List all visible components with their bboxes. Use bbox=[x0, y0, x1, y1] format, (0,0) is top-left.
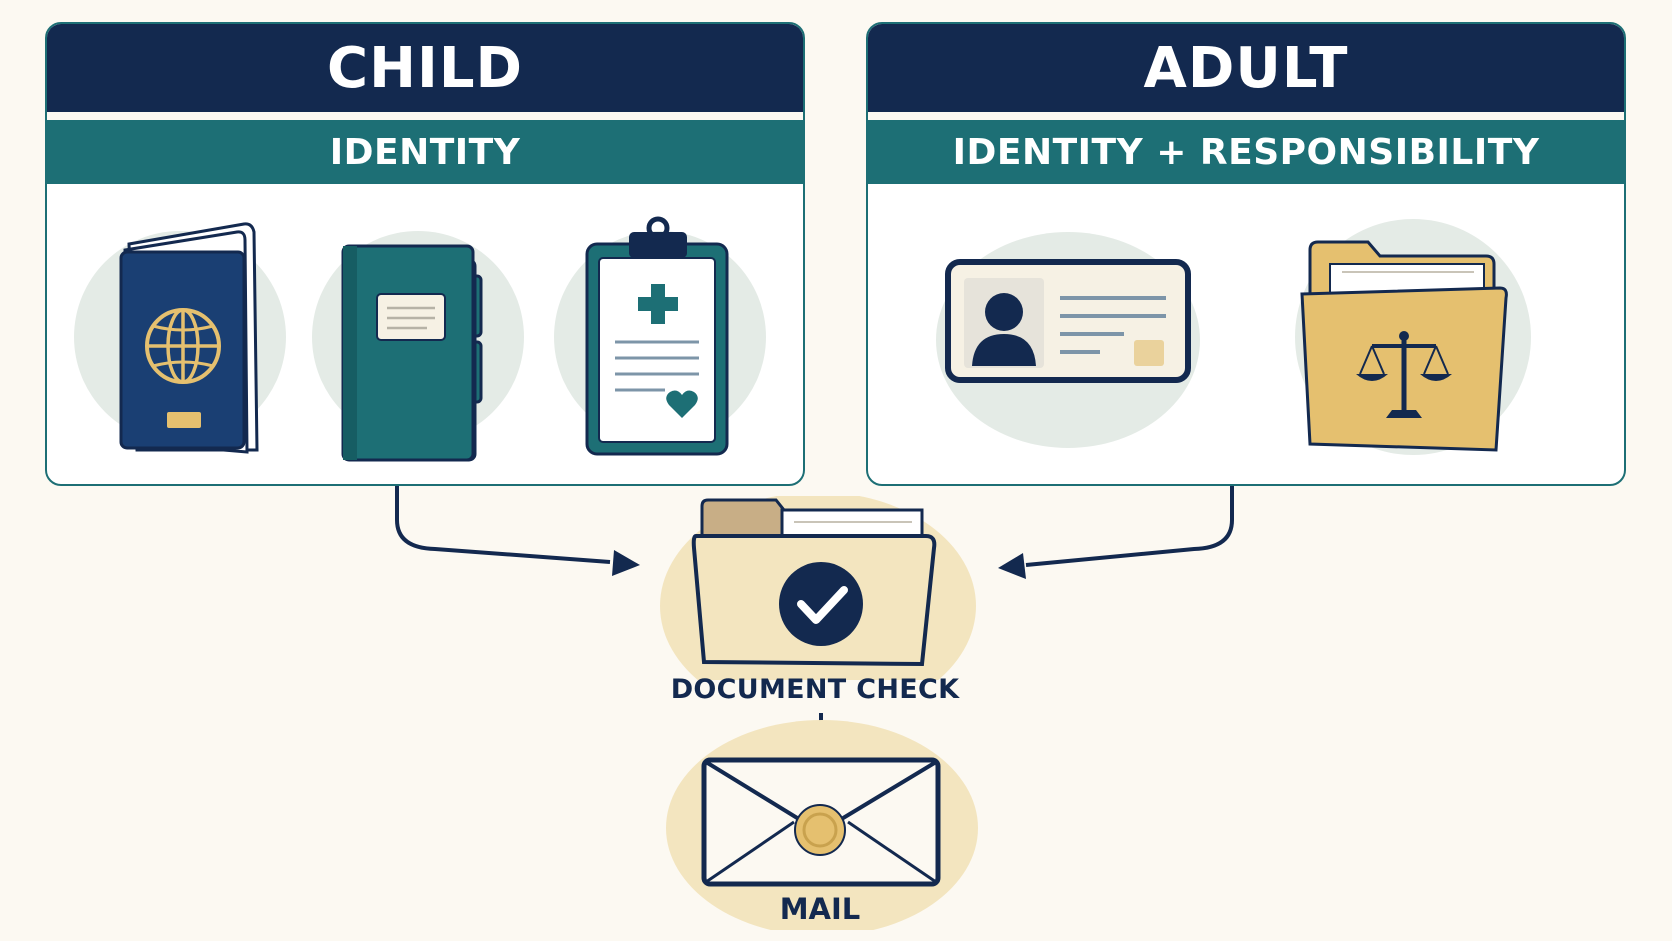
document-check-label: DOCUMENT CHECK bbox=[670, 674, 960, 705]
child-panel: CHILD IDENTITY bbox=[45, 22, 805, 486]
document-check-folder-icon bbox=[658, 496, 978, 680]
legal-folder-icon bbox=[1268, 202, 1558, 472]
mail-label: MAIL bbox=[779, 892, 861, 926]
adult-subtitle: IDENTITY + RESPONSIBILITY bbox=[868, 120, 1624, 184]
adult-panel: ADULT IDENTITY + RESPONSIBILITY bbox=[866, 22, 1626, 486]
adult-title: ADULT bbox=[868, 24, 1624, 120]
child-to-check-arrow bbox=[395, 486, 611, 564]
medical-clipboard-icon bbox=[547, 202, 777, 472]
id-card-icon bbox=[928, 216, 1208, 466]
child-subtitle: IDENTITY bbox=[47, 120, 803, 184]
binder-icon bbox=[305, 202, 535, 472]
child-title: CHILD bbox=[47, 24, 803, 120]
adult-to-check-arrow bbox=[1025, 486, 1234, 567]
passport-icon bbox=[67, 202, 297, 472]
adult-arrowhead bbox=[998, 553, 1026, 579]
child-arrowhead bbox=[612, 550, 640, 576]
mail-envelope-icon bbox=[662, 720, 982, 930]
